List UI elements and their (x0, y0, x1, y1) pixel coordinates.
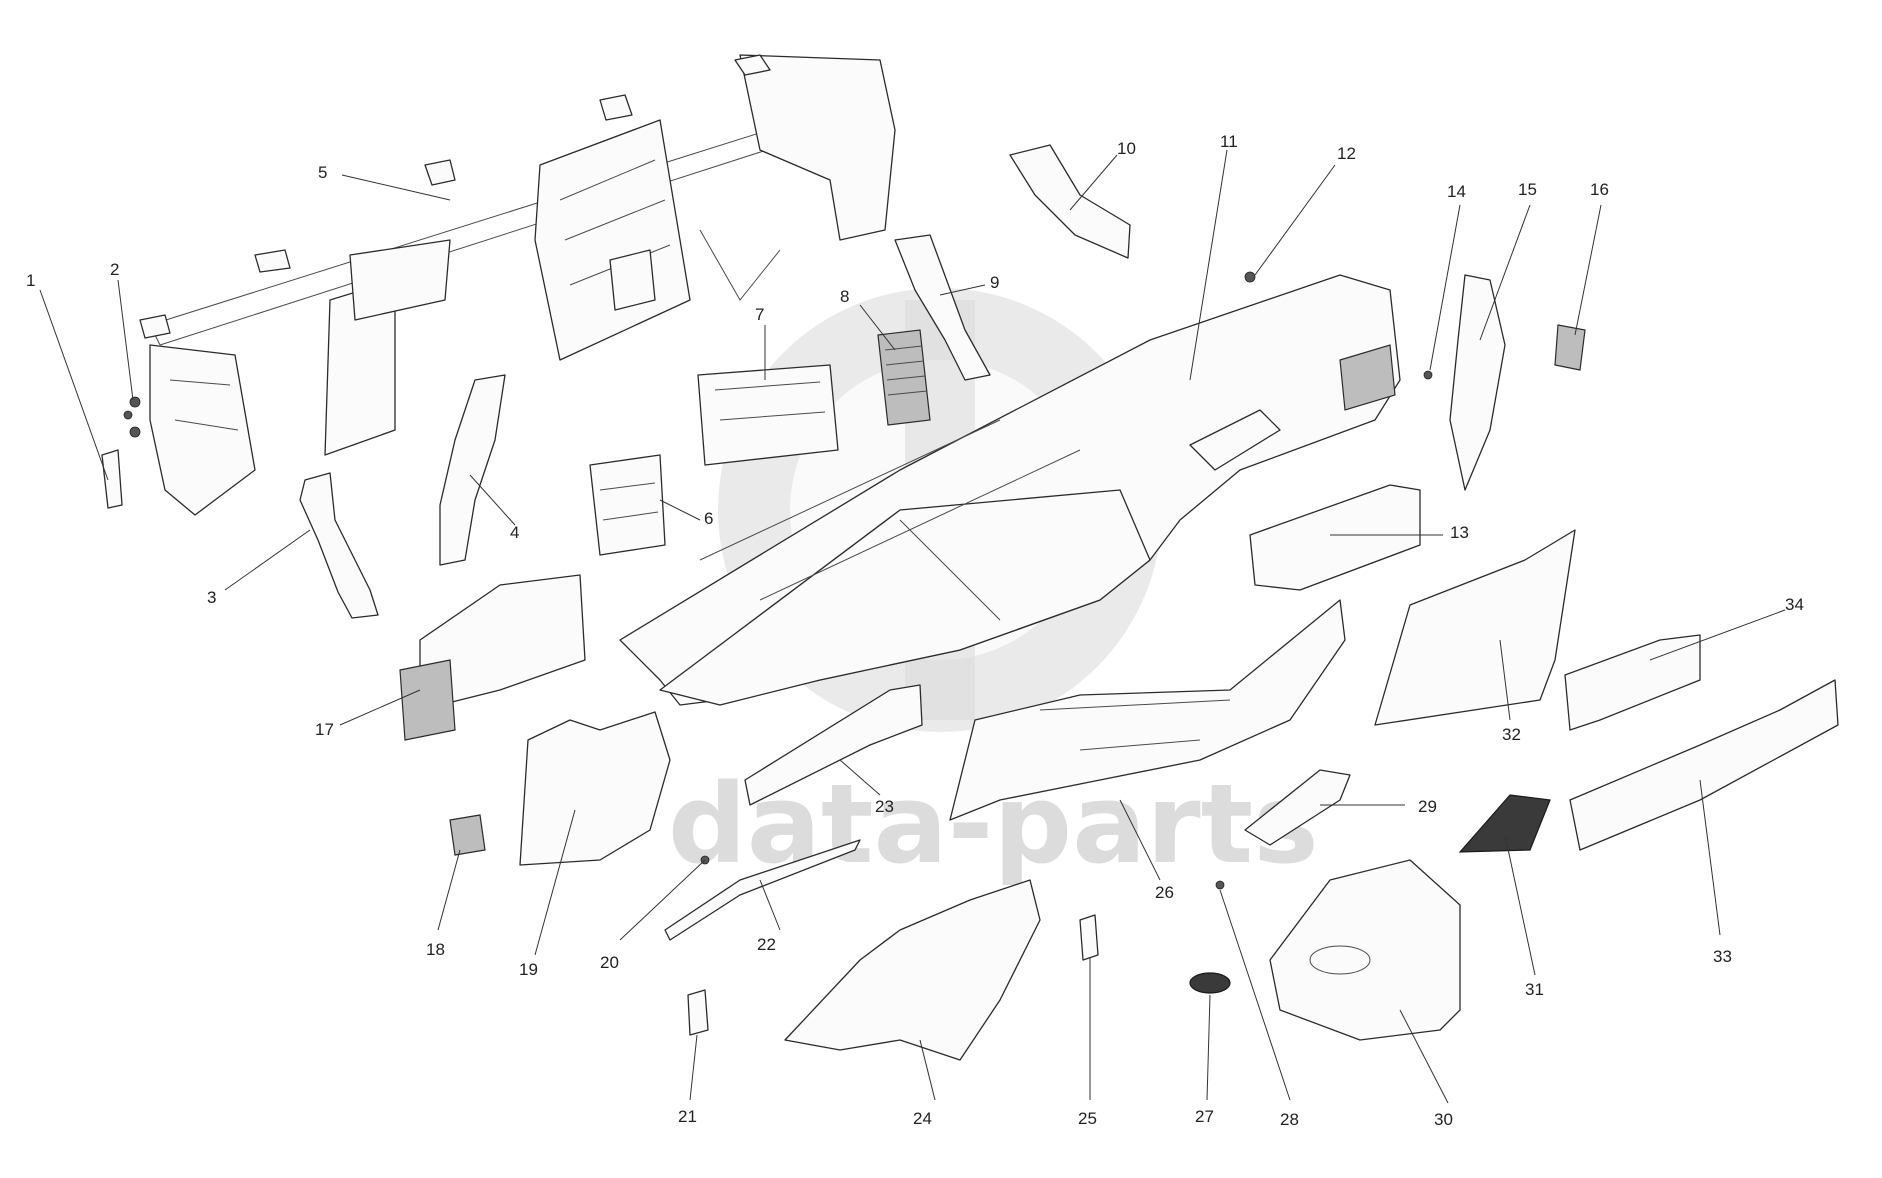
part-34-mounting-plate (1564, 634, 1701, 731)
part-25-trim-piece (1079, 914, 1099, 961)
part-29-console-bracket (1244, 769, 1351, 846)
part-27-cap (1189, 972, 1231, 994)
callout-3: 3 (207, 588, 216, 607)
part-6-housing (589, 454, 666, 556)
part-13-airbag-module (1249, 484, 1421, 591)
part-16-vent (1554, 324, 1586, 371)
part-31-mat (1458, 794, 1551, 853)
part-28-clip (1215, 880, 1225, 890)
part-30-floor-console (1269, 859, 1461, 1041)
callout-9: 9 (990, 273, 999, 292)
part-10-air-duct (1009, 144, 1131, 259)
callout-20: 20 (600, 953, 619, 972)
part-4-air-duct (439, 374, 506, 566)
callout-32: 32 (1502, 725, 1521, 744)
callout-11: 11 (1220, 132, 1238, 151)
callout-12: 12 (1337, 144, 1356, 163)
callout-17: 17 (315, 720, 334, 739)
part-9-air-duct (894, 234, 991, 381)
callout-26: 26 (1155, 883, 1174, 902)
callout-24: 24 (913, 1109, 932, 1128)
callout-28: 28 (1280, 1110, 1299, 1129)
part-24-console-bracket (784, 879, 1041, 1061)
callout-8: 8 (840, 287, 849, 306)
callout-18: 18 (426, 940, 445, 959)
part-7-radio-bracket (697, 364, 839, 466)
part-8-vent (877, 329, 931, 426)
part-22-lower-bracket (664, 839, 861, 941)
part-26-lower-center-panel (949, 599, 1346, 821)
part-3-air-duct (299, 472, 379, 619)
part-32-glovebox-door (1374, 529, 1576, 726)
part-23-knee-bolster-bracket (744, 684, 923, 806)
callout-6: 6 (704, 509, 713, 528)
callout-23: 23 (875, 797, 894, 816)
callout-15: 15 (1518, 180, 1537, 199)
callout-10: 10 (1117, 139, 1136, 158)
callout-7: 7 (755, 305, 764, 324)
part-19-side-panel (519, 711, 671, 866)
part-21-cover (687, 989, 709, 1036)
callout-19: 19 (519, 960, 538, 979)
callout-14: 14 (1447, 182, 1466, 201)
part-11-instrument-panel (619, 274, 1401, 706)
callout-16: 16 (1590, 180, 1609, 199)
callout-1: 1 (26, 271, 35, 290)
part-33-glovebox-bracket (1569, 679, 1839, 851)
part-15-end-cap (1449, 274, 1506, 491)
callout-13: 13 (1450, 523, 1469, 542)
callout-labels: 1 2 3 4 5 6 7 8 9 10 11 12 13 14 15 16 1… (26, 132, 1804, 1129)
callout-5: 5 (318, 163, 327, 182)
leader-lines (39, 149, 1786, 1104)
callout-21: 21 (678, 1107, 697, 1126)
callout-2: 2 (110, 260, 119, 279)
part-18-grille (449, 814, 486, 856)
callout-34: 34 (1785, 595, 1804, 614)
callout-25: 25 (1078, 1109, 1097, 1128)
callout-33: 33 (1713, 947, 1732, 966)
callout-29: 29 (1418, 797, 1437, 816)
part-12-bolt (1244, 271, 1256, 283)
part-14-bolt (1423, 370, 1433, 380)
callout-27: 27 (1195, 1107, 1214, 1126)
callout-31: 31 (1525, 980, 1544, 999)
part-5-cross-car-beam (139, 54, 896, 516)
callout-30: 30 (1434, 1110, 1453, 1129)
callout-4: 4 (510, 523, 519, 542)
part-2-bolts (123, 396, 141, 438)
part-1-bracket (101, 449, 123, 509)
callout-22: 22 (757, 935, 776, 954)
